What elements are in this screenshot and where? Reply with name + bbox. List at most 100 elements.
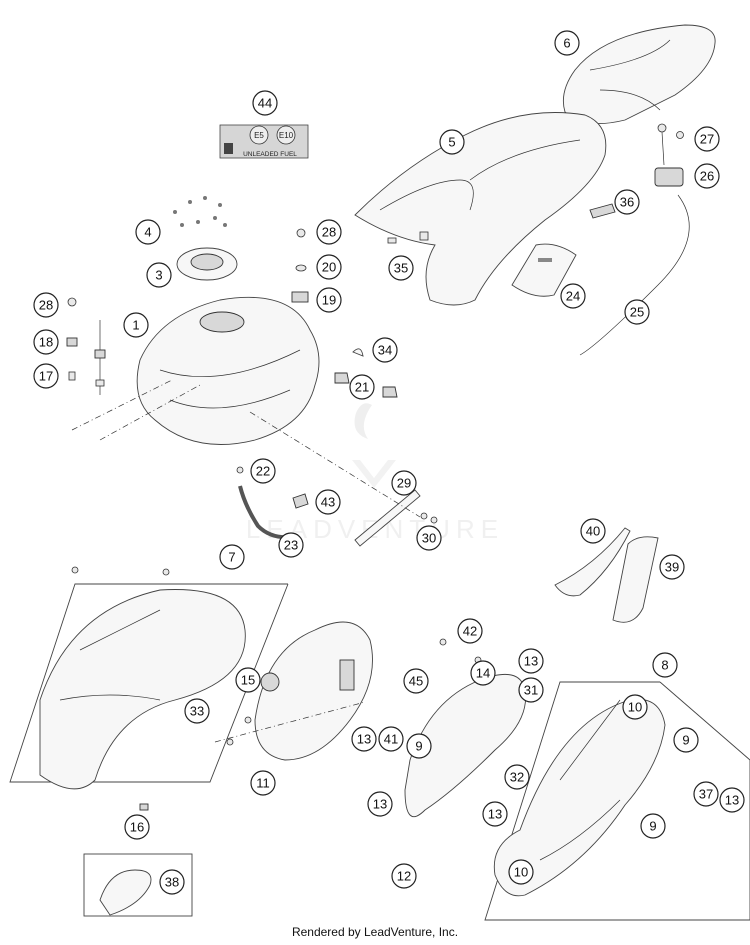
svg-text:44: 44 xyxy=(258,96,272,111)
svg-text:18: 18 xyxy=(39,335,53,350)
tank-mount-leader-left xyxy=(71,379,201,441)
svg-text:35: 35 xyxy=(394,261,408,276)
fuel-label-text: UNLEADED FUEL xyxy=(243,151,297,158)
svg-text:33: 33 xyxy=(190,704,204,719)
callout-31: 31 xyxy=(518,677,544,703)
callout-13a: 13 xyxy=(518,648,544,674)
svg-text:14: 14 xyxy=(476,666,490,681)
svg-text:24: 24 xyxy=(566,289,580,304)
svg-text:9: 9 xyxy=(649,819,656,834)
callout-13d: 13 xyxy=(482,801,508,827)
callout-10b: 10 xyxy=(508,859,534,885)
svg-text:36: 36 xyxy=(620,195,634,210)
svg-text:9: 9 xyxy=(682,733,689,748)
svg-text:13: 13 xyxy=(524,654,538,669)
svg-text:13: 13 xyxy=(725,793,739,808)
callout-7: 7 xyxy=(219,544,245,570)
svg-text:17: 17 xyxy=(39,369,53,384)
callout-45: 45 xyxy=(403,668,429,694)
callout-24: 24 xyxy=(560,283,586,309)
callout-37: 37 xyxy=(693,781,719,807)
svg-text:10: 10 xyxy=(628,700,642,715)
callout-26: 26 xyxy=(694,163,720,189)
callout-36: 36 xyxy=(614,189,640,215)
svg-text:13: 13 xyxy=(373,797,387,812)
callout-13b: 13 xyxy=(351,726,377,752)
callout-9b: 9 xyxy=(673,727,699,753)
fuel-badge-e10: E10 xyxy=(279,131,294,140)
svg-text:40: 40 xyxy=(586,524,600,539)
tank-rubber-bumpers xyxy=(334,348,398,398)
svg-text:21: 21 xyxy=(355,380,369,395)
callout-9a: 9 xyxy=(406,733,432,759)
seat-clips xyxy=(387,231,429,244)
callout-3: 3 xyxy=(146,262,172,288)
callout-39: 39 xyxy=(659,554,685,580)
callout-4: 4 xyxy=(135,219,161,245)
svg-text:43: 43 xyxy=(321,495,335,510)
callout-25: 25 xyxy=(624,299,650,325)
callout-42: 42 xyxy=(457,618,483,644)
svg-text:11: 11 xyxy=(256,776,270,791)
svg-text:9: 9 xyxy=(415,739,422,754)
callout-18: 18 xyxy=(33,329,59,355)
callout-20: 20 xyxy=(316,254,342,280)
svg-text:25: 25 xyxy=(630,305,644,320)
svg-text:26: 26 xyxy=(700,169,714,184)
svg-text:28: 28 xyxy=(39,298,53,313)
svg-text:4: 4 xyxy=(144,225,151,240)
svg-text:32: 32 xyxy=(510,770,524,785)
rider-seat xyxy=(354,112,607,306)
callout-13c: 13 xyxy=(367,791,393,817)
callout-27: 27 xyxy=(694,126,720,152)
filler-cap-screws xyxy=(173,196,227,227)
callout-35: 35 xyxy=(388,255,414,281)
callout-43: 43 xyxy=(315,489,341,515)
fuel-tank xyxy=(136,296,320,445)
callout-19: 19 xyxy=(316,287,342,313)
svg-text:23: 23 xyxy=(284,538,298,553)
side-decal-right xyxy=(612,536,659,623)
tank-mount-hardware-left xyxy=(66,297,106,395)
svg-text:16: 16 xyxy=(130,820,144,835)
svg-text:31: 31 xyxy=(524,683,538,698)
seat-lock-cable xyxy=(579,194,690,356)
svg-text:37: 37 xyxy=(699,787,713,802)
svg-text:20: 20 xyxy=(322,260,336,275)
callout-16: 16 xyxy=(124,814,150,840)
svg-text:22: 22 xyxy=(256,464,270,479)
callout-14: 14 xyxy=(470,660,496,686)
callout-10a: 10 xyxy=(622,694,648,720)
callout-30: 30 xyxy=(416,525,442,551)
callout-13e: 13 xyxy=(719,787,745,813)
bracket-nuts xyxy=(420,512,438,524)
right-side-cover xyxy=(493,698,666,897)
callout-38: 38 xyxy=(159,869,185,895)
svg-text:38: 38 xyxy=(165,875,179,890)
tank-mount-hardware-right xyxy=(291,228,309,303)
footer-credit: Rendered by LeadVenture, Inc. xyxy=(291,925,459,939)
callout-23: 23 xyxy=(278,532,304,558)
svg-text:34: 34 xyxy=(378,343,392,358)
callout-28a: 28 xyxy=(316,219,342,245)
svg-text:30: 30 xyxy=(422,531,436,546)
fuel-badge-e5: E5 xyxy=(254,131,264,140)
svg-text:41: 41 xyxy=(384,732,398,747)
fuel-label-sticker: E5 E10 UNLEADED FUEL xyxy=(219,124,309,159)
callout-34: 34 xyxy=(372,337,398,363)
group-frame-7 xyxy=(9,583,289,783)
svg-text:29: 29 xyxy=(397,476,411,491)
svg-text:5: 5 xyxy=(448,135,455,150)
fuel-filler-cap xyxy=(176,247,238,281)
callout-44: 44 xyxy=(252,90,278,116)
group-frame-16 xyxy=(83,853,193,917)
svg-text:3: 3 xyxy=(155,268,162,283)
callout-21: 21 xyxy=(349,374,375,400)
rear-seat xyxy=(562,24,716,125)
callout-8: 8 xyxy=(652,652,678,678)
svg-text:13: 13 xyxy=(357,732,371,747)
callout-32: 32 xyxy=(504,764,530,790)
svg-text:39: 39 xyxy=(665,560,679,575)
callout-6: 6 xyxy=(554,30,580,56)
